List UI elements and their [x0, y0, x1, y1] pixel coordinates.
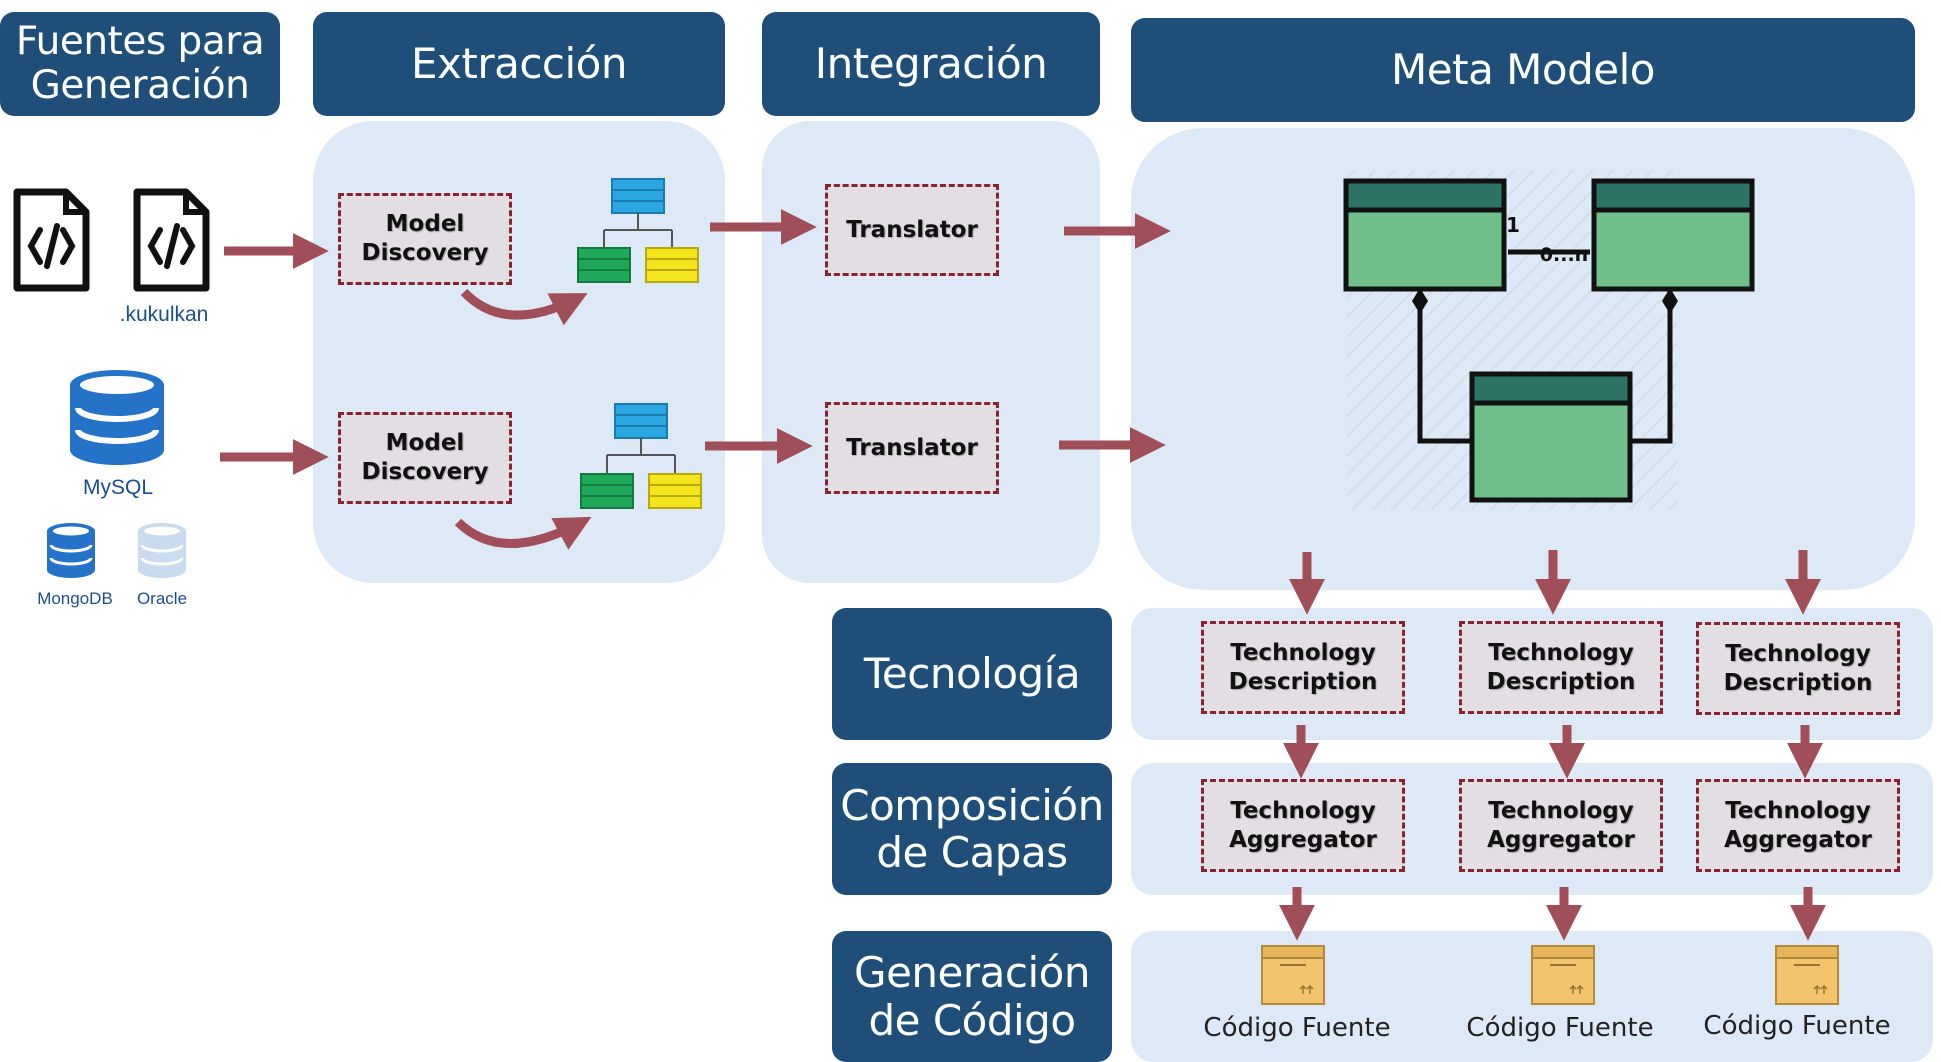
database-icon: [138, 523, 186, 578]
model-discovery-box-1: Model Discovery: [338, 193, 512, 285]
header-meta-modelo: Meta Modelo: [1131, 18, 1915, 122]
arrow: [454, 516, 592, 550]
header-generacion: Generación de Código: [832, 931, 1112, 1062]
technology-aggregator-box: Technology Aggregator: [1696, 779, 1900, 872]
header-tecnologia: Tecnología: [832, 608, 1112, 740]
code-file-icon: [133, 188, 210, 292]
technology-aggregator-box: Technology Aggregator: [1201, 779, 1405, 872]
technology-description-box: Technology Description: [1201, 621, 1405, 714]
header-fuentes: Fuentes para Generación: [0, 12, 280, 116]
translator-box-1: Translator: [825, 184, 999, 276]
multiplicity-one: 1: [1506, 213, 1520, 237]
technology-description-box: Technology Description: [1696, 622, 1900, 715]
header-integracion: Integración: [762, 12, 1100, 116]
code-file-icon: [13, 188, 90, 292]
package-box-icon: [1775, 945, 1839, 1005]
multiplicity-many: 0...n: [1539, 244, 1589, 266]
technology-aggregator-box: Technology Aggregator: [1459, 779, 1663, 872]
header-composicion: Composición de Capas: [832, 763, 1112, 895]
tree-structure-icon: [577, 178, 699, 283]
package-box-icon: [1261, 945, 1325, 1005]
oracle-label: Oracle: [136, 589, 188, 608]
tree-structure-icon: [580, 403, 702, 509]
arrow: [460, 288, 588, 326]
mongodb-label: MongoDB: [37, 589, 113, 608]
database-icon: [70, 370, 164, 465]
technology-description-box: Technology Description: [1459, 621, 1663, 714]
database-icon: [47, 523, 95, 578]
kukulkan-label: .kukulkan: [119, 303, 209, 326]
mysql-label: MySQL: [82, 476, 153, 499]
package-box-icon: [1531, 945, 1595, 1005]
codigo-fuente-label: Código Fuente: [1703, 1011, 1891, 1041]
uml-class-icon: [1343, 170, 1755, 510]
codigo-fuente-label: Código Fuente: [1203, 1013, 1391, 1043]
model-discovery-box-2: Model Discovery: [338, 412, 512, 504]
header-extraccion: Extracción: [313, 12, 725, 116]
codigo-fuente-label: Código Fuente: [1466, 1013, 1654, 1043]
translator-box-2: Translator: [825, 402, 999, 494]
